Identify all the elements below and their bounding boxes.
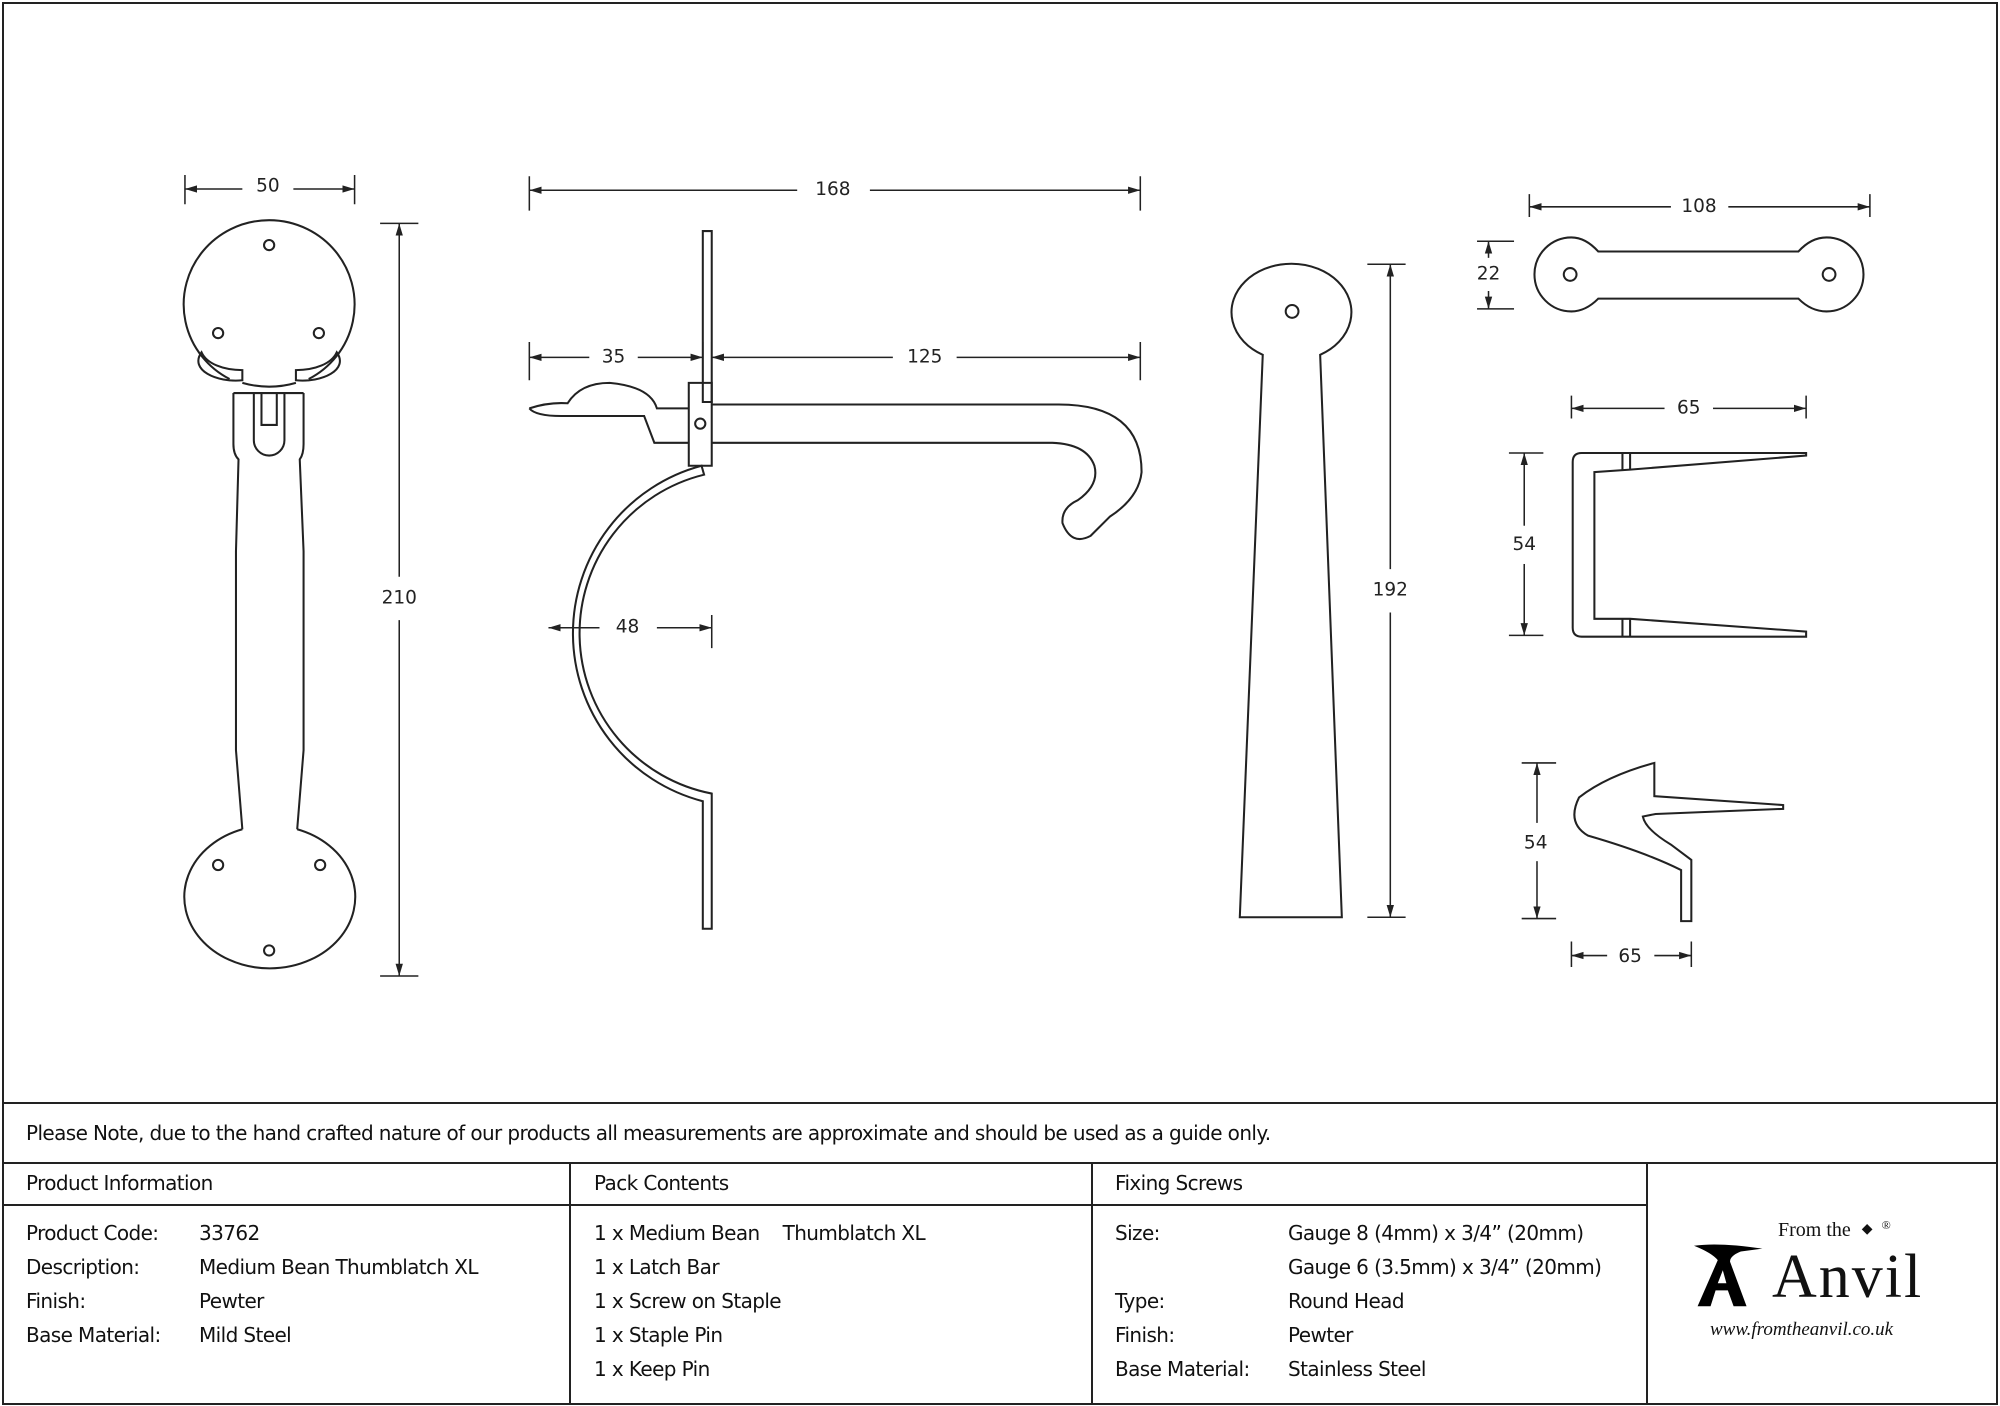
divider bbox=[569, 1162, 571, 1404]
divider bbox=[2, 1102, 1998, 1104]
product-info-header: Product Information bbox=[26, 1171, 213, 1195]
product-code-value: 33762 bbox=[199, 1221, 260, 1245]
fixing-screws-header: Fixing Screws bbox=[1115, 1171, 1243, 1195]
dim-latch-back: 125 bbox=[907, 346, 942, 367]
latch-drawing bbox=[528, 230, 1143, 930]
divider bbox=[1091, 1162, 1093, 1404]
pack-contents-header: Pack Contents bbox=[594, 1171, 729, 1195]
type-label: Type: bbox=[1115, 1289, 1165, 1313]
logo-registered: ® bbox=[1881, 1218, 1891, 1232]
pack-item: 1 x Screw on Staple bbox=[594, 1289, 782, 1313]
size-value-alt: Gauge 6 (3.5mm) x 3/4” (20mm) bbox=[1288, 1255, 1602, 1279]
base-material-label: Base Material: bbox=[26, 1323, 161, 1347]
dimension-lines bbox=[185, 174, 1871, 977]
size-value: Gauge 8 (4mm) x 3/4” (20mm) bbox=[1288, 1221, 1584, 1245]
divider bbox=[2, 1162, 1998, 1164]
type-value: Round Head bbox=[1288, 1289, 1405, 1313]
pack-item: 1 x Latch Bar bbox=[594, 1255, 720, 1279]
dim-bar-height: 192 bbox=[1373, 580, 1408, 601]
dim-latch-front: 35 bbox=[602, 346, 626, 367]
finish-value: Pewter bbox=[199, 1289, 264, 1313]
dim-staple-width: 65 bbox=[1677, 397, 1701, 418]
dim-pin-width: 65 bbox=[1618, 946, 1642, 967]
bar-drawing bbox=[1230, 262, 1353, 919]
logo-diamond-icon: ◆ bbox=[1861, 1222, 1873, 1237]
product-code-label: Product Code: bbox=[26, 1221, 159, 1245]
dim-handle-width: 50 bbox=[256, 175, 280, 196]
description-label: Description: bbox=[26, 1255, 140, 1279]
divider bbox=[1646, 1162, 1648, 1404]
dim-pin-height: 54 bbox=[1524, 832, 1548, 853]
dim-keep-width: 108 bbox=[1681, 196, 1716, 217]
divider bbox=[2, 1204, 1647, 1206]
measurement-note: Please Note, due to the hand crafted nat… bbox=[26, 1121, 1271, 1145]
staple-drawing bbox=[1571, 451, 1808, 638]
finish-label: Finish: bbox=[26, 1289, 86, 1313]
dim-latch-radius: 48 bbox=[616, 617, 640, 638]
logo-url: www.fromtheanvil.co.uk bbox=[1710, 1319, 1894, 1340]
pin-drawing bbox=[1573, 761, 1785, 923]
screw-material-value: Stainless Steel bbox=[1288, 1357, 1426, 1381]
anvil-icon bbox=[1694, 1244, 1763, 1307]
size-label: Size: bbox=[1115, 1221, 1160, 1245]
dim-staple-height: 54 bbox=[1512, 534, 1536, 555]
logo-anvil: Anvil bbox=[1772, 1243, 1924, 1311]
pack-item: 1 x Staple Pin bbox=[594, 1323, 723, 1347]
base-material-value: Mild Steel bbox=[199, 1323, 292, 1347]
pack-item: 1 x Keep Pin bbox=[594, 1357, 710, 1381]
handle-drawing bbox=[182, 219, 357, 970]
description-value: Medium Bean Thumblatch XL bbox=[199, 1255, 479, 1279]
dim-latch-length: 168 bbox=[815, 179, 850, 200]
logo-from-the: From the bbox=[1778, 1219, 1851, 1241]
logo-top-line: From the ◆ ® bbox=[1778, 1218, 1891, 1242]
screw-finish-value: Pewter bbox=[1288, 1323, 1353, 1347]
pack-item: 1 x Medium Bean Thumblatch XL bbox=[594, 1221, 926, 1245]
keep-drawing bbox=[1533, 236, 1865, 313]
screw-finish-label: Finish: bbox=[1115, 1323, 1175, 1347]
dim-handle-height: 210 bbox=[382, 587, 417, 608]
dim-keep-height: 22 bbox=[1477, 263, 1501, 284]
screw-material-label: Base Material: bbox=[1115, 1357, 1250, 1381]
brand-logo: From the ◆ ® Anvil www.fromtheanvil.co.u… bbox=[1690, 1218, 1980, 1368]
